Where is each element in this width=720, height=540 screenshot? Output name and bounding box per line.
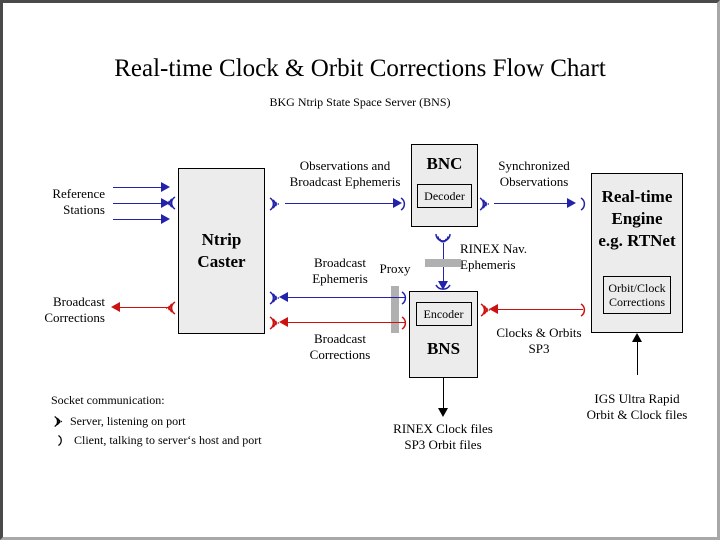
- obs-be-line2: Broadcast Ephemeris: [289, 174, 401, 189]
- rt-engine-title-line1: Real-time: [601, 187, 673, 206]
- obs-be-line1: Observations and: [299, 158, 391, 173]
- label-broadcast-corrections-back: Broadcast Corrections: [290, 331, 390, 363]
- be-back-line1: Broadcast: [314, 255, 366, 270]
- sync-obs-line1: Synchronized: [498, 158, 570, 173]
- node-bns[interactable]: Encoder BNS: [409, 291, 478, 378]
- label-observations-broadcast-ephemeris: Observations and Broadcast Ephemeris: [271, 158, 419, 190]
- bc-out-line2: Corrections: [44, 310, 105, 325]
- label-broadcast-corrections-out: Broadcast Corrections: [3, 294, 105, 326]
- socket-client-engine-sync-icon: [579, 195, 588, 213]
- bns-title: BNS: [426, 339, 461, 358]
- node-realtime-engine[interactable]: Real-time Engine e.g. RTNet Orbit/Clock …: [591, 173, 683, 333]
- label-clocks-orbits-sp3: Clocks & Orbits SP3: [481, 325, 597, 357]
- clocks-orbits-line2: SP3: [528, 341, 550, 356]
- label-rinex-clock-files: RINEX Clock files SP3 Orbit files: [378, 421, 508, 453]
- rinex-clock-line2: SP3 Orbit files: [404, 437, 482, 452]
- socket-server-bnc-rinex-icon: [433, 231, 453, 245]
- igs-line1: IGS Ultra Rapid: [594, 391, 680, 406]
- page-title: Real-time Clock & Orbit Corrections Flow…: [114, 55, 606, 82]
- node-ntrip-caster[interactable]: Ntrip Caster: [178, 168, 265, 334]
- ntrip-caster-title-line2: Caster: [197, 252, 246, 271]
- socket-server-caster-be-icon: [267, 289, 281, 307]
- bc-out-line1: Broadcast: [53, 294, 105, 309]
- label-broadcast-ephemeris-back: Broadcast Ephemeris: [290, 255, 390, 287]
- socket-server-caster-obs-icon: [267, 195, 281, 213]
- socket-client-engine-clocks-icon: [579, 301, 588, 319]
- label-igs-ultra-rapid: IGS Ultra Rapid Orbit & Clock files: [571, 391, 703, 423]
- socket-client-bns-bc-icon: [400, 314, 409, 332]
- label-synchronized-observations: Synchronized Observations: [482, 158, 586, 190]
- bnc-title: BNC: [426, 154, 463, 173]
- socket-server-caster-corrections-icon: [164, 299, 178, 317]
- legend-heading: Socket communication:: [51, 393, 165, 407]
- legend-server-icon: [51, 414, 65, 429]
- legend-client-label: Client, talking to server‘s host and por…: [74, 433, 262, 447]
- bnc-decoder-module[interactable]: Decoder: [417, 184, 472, 208]
- be-back-line2: Ephemeris: [312, 271, 368, 286]
- socket-server-bns-clocks-icon: [478, 301, 492, 319]
- ntrip-caster-title-line1: Ntrip: [201, 230, 242, 249]
- label-proxy: Proxy: [379, 261, 411, 276]
- clocks-orbits-line1: Clocks & Orbits: [496, 325, 582, 340]
- bnc-decoder-label: Decoder: [424, 189, 465, 203]
- proxy-bar-horizontal: [391, 286, 399, 333]
- legend-server-label: Server, listening on port: [70, 414, 186, 428]
- legend: Socket communication: Server, listening …: [51, 393, 262, 448]
- socket-client-bns-be-icon: [400, 289, 409, 307]
- rt-engine-inner-line1: Orbit/Clock: [608, 281, 666, 295]
- proxy-bar-vertical: [425, 259, 461, 267]
- bc-back-line2: Corrections: [309, 347, 371, 362]
- bns-encoder-module[interactable]: Encoder: [415, 302, 472, 326]
- legend-row-client: Client, talking to server‘s host and por…: [51, 433, 262, 448]
- legend-row-server: Server, listening on port: [51, 414, 262, 429]
- bc-back-line1: Broadcast: [314, 331, 366, 346]
- label-reference-stations: Reference Stations: [3, 186, 105, 218]
- socket-server-caster-bc-icon: [267, 314, 281, 332]
- socket-server-bnc-sync-icon: [477, 195, 491, 213]
- rinex-nav-line1: RINEX Nav.: [460, 241, 528, 256]
- socket-client-bns-rinex-icon: [434, 284, 452, 292]
- rt-engine-inner-line2: Corrections: [609, 295, 665, 309]
- legend-client-icon: [56, 433, 65, 448]
- bns-encoder-label: Encoder: [423, 307, 464, 321]
- label-rinex-nav-ephemeris: RINEX Nav. Ephemeris: [460, 241, 590, 273]
- node-bnc[interactable]: BNC Decoder: [411, 144, 478, 227]
- rt-engine-title-line3: e.g. RTNet: [598, 231, 676, 250]
- reference-stations-line1: Reference: [52, 186, 105, 201]
- reference-stations-line2: Stations: [63, 202, 105, 217]
- sync-obs-line2: Observations: [499, 174, 569, 189]
- rt-engine-orbit-clock-module[interactable]: Orbit/Clock Corrections: [603, 276, 671, 314]
- rinex-nav-line2: Ephemeris: [460, 257, 516, 272]
- socket-server-caster-stations-icon: [164, 194, 178, 212]
- igs-line2: Orbit & Clock files: [586, 407, 688, 422]
- socket-client-bnc-obs-icon: [399, 195, 408, 213]
- rt-engine-title-line2: Engine: [611, 209, 663, 228]
- rinex-clock-line1: RINEX Clock files: [393, 421, 493, 436]
- page-subtitle: BKG Ntrip State Space Server (BNS): [269, 95, 451, 109]
